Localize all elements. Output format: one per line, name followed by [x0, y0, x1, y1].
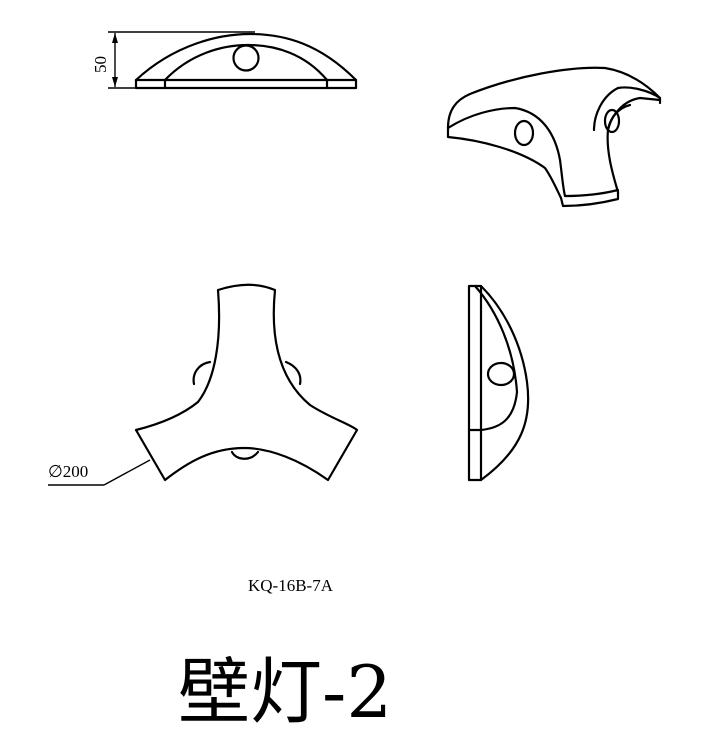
front-view [134, 32, 358, 90]
height-dimension-label: 50 [91, 56, 110, 73]
height-dimension: 50 [91, 31, 255, 89]
isometric-view [446, 66, 662, 208]
diameter-label: ∅200 [48, 462, 88, 481]
plan-view [134, 283, 359, 482]
drawing-title: 壁灯-2 [178, 650, 392, 734]
side-view [467, 284, 530, 482]
model-code: KQ-16B-7A [248, 576, 334, 595]
diameter-leader: ∅200 [48, 459, 151, 486]
